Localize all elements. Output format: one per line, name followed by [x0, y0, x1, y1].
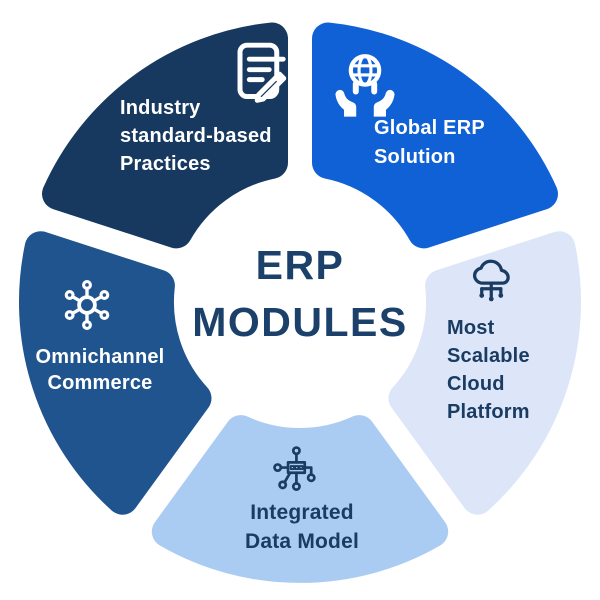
segment-industry-shape [42, 22, 288, 249]
diagram-title-line1: ERP [255, 242, 345, 288]
label-line: Solution [374, 146, 456, 168]
label-line: Most [447, 317, 495, 339]
segment-global-shape [312, 22, 558, 249]
segment-cloud-label: Most Scalable Cloud Platform [447, 314, 530, 426]
label-line: standard-based [120, 125, 272, 147]
data-model-icon [270, 444, 322, 494]
label-line: Platform [447, 401, 530, 423]
segment-integrated-label: Integrated Data Model [182, 498, 422, 556]
label-line: Global ERP [374, 117, 485, 139]
segment-industry-label: Industry standard-based Practices [120, 94, 272, 178]
segment-cloud-shape [388, 231, 581, 515]
label-line: Data Model [244, 530, 359, 553]
label-line: Integrated [250, 501, 354, 524]
label-line: Cloud [447, 373, 505, 395]
label-line: Commerce [47, 372, 153, 394]
segment-integrated-shape [151, 415, 449, 583]
label-line: Omnichannel [35, 346, 165, 368]
label-line: Industry [120, 97, 201, 119]
hub-network-icon [60, 278, 114, 332]
segment-global-label: Global ERP Solution [374, 114, 485, 172]
cloud-network-icon [466, 258, 520, 310]
diagram-title: ERP MODULES [150, 237, 450, 351]
segment-omnichannel-label: Omnichannel Commerce [19, 344, 181, 396]
label-line: Practices [120, 153, 211, 175]
globe-in-hands-icon [329, 50, 401, 118]
diagram-title-line2: MODULES [192, 299, 408, 345]
document-pencil-icon [226, 37, 296, 107]
label-line: Scalable [447, 345, 530, 367]
